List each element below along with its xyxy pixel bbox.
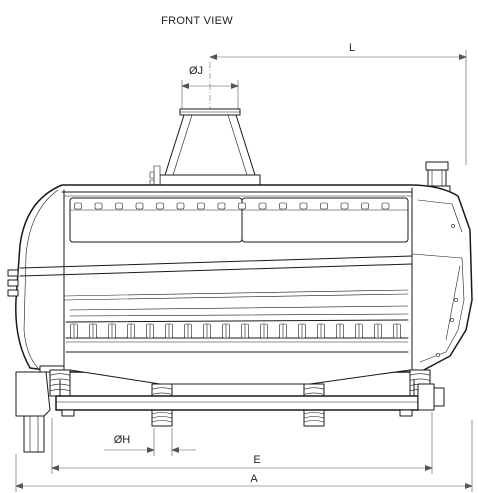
- dimension-H: ØH: [104, 428, 196, 456]
- upper-bolt: [340, 202, 349, 210]
- upper-bolt: [74, 202, 82, 210]
- upper-bolt: [381, 202, 390, 210]
- inlet-hopper: [149, 108, 261, 189]
- dimension-A: A: [15, 420, 473, 492]
- lower-bolt-row: [70, 323, 401, 339]
- upper-bolt: [238, 202, 246, 210]
- dimension-L-label: L: [349, 42, 355, 54]
- dimension-J-label: ØJ: [189, 65, 203, 77]
- upper-bolt: [299, 202, 308, 210]
- lower-frame: [65, 337, 409, 353]
- upper-bolt: [176, 202, 185, 210]
- view-title: FRONT VIEW: [161, 15, 233, 27]
- upper-bolt: [361, 202, 369, 210]
- upper-bolt: [156, 202, 164, 210]
- dimension-E: E: [51, 412, 433, 474]
- sieve-deck: [19, 255, 413, 323]
- upper-bolt: [115, 202, 123, 210]
- upper-bolt: [94, 202, 103, 210]
- left-support: [15, 365, 65, 453]
- upper-bolt: [258, 202, 267, 210]
- bottom-trough: [69, 369, 411, 385]
- dimension-E-label: E: [253, 454, 260, 466]
- upper-bolt: [320, 202, 328, 210]
- upper-bolt: [217, 202, 226, 210]
- left-terminals: [7, 269, 19, 297]
- upper-bolt: [135, 202, 144, 210]
- lower-spring: [151, 409, 173, 427]
- dimension-L: L: [209, 42, 467, 165]
- upper-bolt-row: [74, 202, 390, 210]
- lower-spring: [303, 409, 325, 427]
- dimension-H-label: ØH: [114, 434, 131, 446]
- upper-bolt: [279, 202, 287, 210]
- upper-bolt: [197, 202, 205, 210]
- base-frame: [55, 379, 445, 417]
- dimension-A-label: A: [250, 473, 258, 485]
